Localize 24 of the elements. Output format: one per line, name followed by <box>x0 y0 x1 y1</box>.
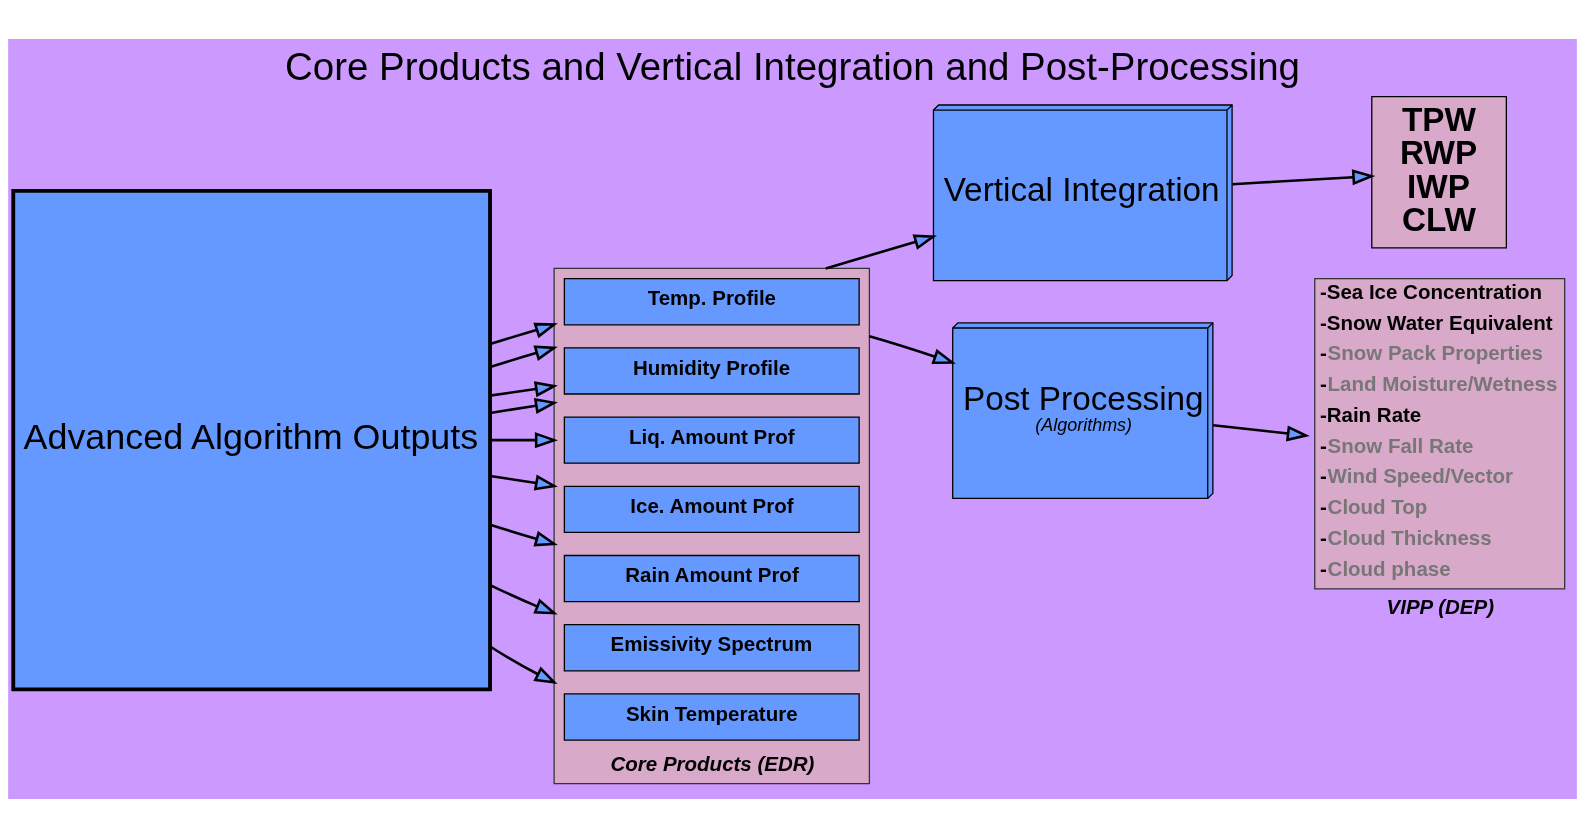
arrow <box>489 322 558 346</box>
node-label: VIPP (DEP) <box>1386 595 1494 619</box>
arrow <box>1213 423 1310 442</box>
node-box: Skin Temperature <box>563 693 860 741</box>
arrow <box>490 432 558 449</box>
node-box: Advanced Algorithm Outputs <box>11 188 492 692</box>
node-box: Ice. Amount Prof <box>563 485 860 534</box>
node-box: TPW RWP IWP CLW <box>1371 96 1507 249</box>
arrow <box>869 335 956 365</box>
arrow <box>489 397 558 415</box>
arrow <box>1232 169 1376 186</box>
node-box: Humidity Profile <box>563 347 860 395</box>
arrow <box>489 381 558 398</box>
arrow <box>489 583 558 615</box>
node-box: Rain Amount Prof <box>563 554 860 603</box>
node-box: Temp. Profile <box>563 278 860 326</box>
arrow <box>825 234 937 270</box>
arrow <box>489 345 558 369</box>
arrow <box>489 645 558 685</box>
arrow <box>489 523 558 547</box>
node-box: Emissivity Spectrum <box>563 624 860 672</box>
node-box: Liq. Amount Prof <box>563 416 860 464</box>
diagram-title: Core Products and Vertical Integration and Post-Processing <box>285 45 1300 89</box>
arrow <box>489 474 558 491</box>
